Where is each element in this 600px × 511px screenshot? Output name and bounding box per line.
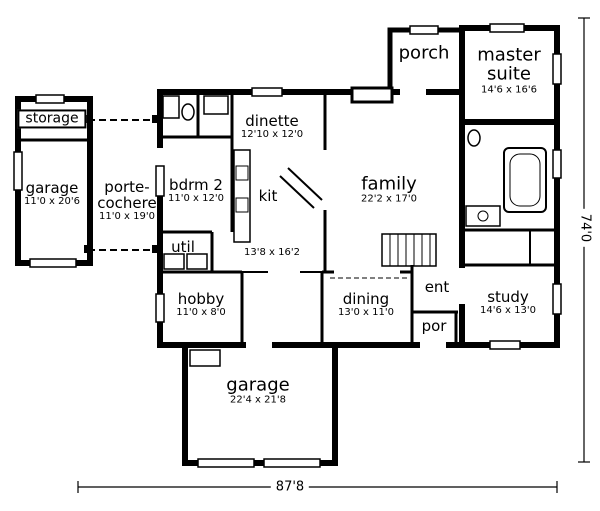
room-label-garage-main: garage 22'4 x 21'8 <box>226 375 289 406</box>
room-name: suite <box>487 64 531 86</box>
room-label-porte-cochere: porte- cochere 11'0 x 19'0 <box>97 179 156 223</box>
room-label-garage-left: garage 11'0 x 20'6 <box>24 180 80 208</box>
room-label-study: study 14'6 x 13'0 <box>480 289 536 317</box>
room-label-kitchen: kit <box>259 188 278 204</box>
room-label-hobby: hobby 11'0 x 8'0 <box>176 291 226 319</box>
overall-width-dimension: 87'8 <box>270 479 310 495</box>
room-dims: 22'2 x 17'0 <box>361 193 417 205</box>
room-name: dinette <box>245 112 299 131</box>
overall-height-dimension: 74'0 <box>577 208 593 248</box>
room-name: kit <box>258 186 278 205</box>
room-name: storage <box>17 109 87 129</box>
room-dims: 14'6 x 16'6 <box>481 84 537 96</box>
room-name: porte- <box>104 177 150 196</box>
room-name: ent <box>424 277 450 296</box>
room-dims: 13'0 x 11'0 <box>338 307 394 319</box>
room-dims: 22'4 x 21'8 <box>230 394 286 406</box>
room-dims: 11'0 x 19'0 <box>99 211 155 223</box>
room-label-bdrm2: bdrm 2 11'0 x 12'0 <box>168 177 224 205</box>
room-dims: 11'0 x 8'0 <box>176 307 226 319</box>
room-name: cochere <box>97 194 157 213</box>
room-name: master <box>477 44 541 66</box>
room-name: hobby <box>177 290 225 309</box>
room-label-family: family 22'2 x 17'0 <box>361 174 417 205</box>
room-name: porch <box>398 42 450 64</box>
room-label-dinette: dinette 12'10 x 12'0 <box>241 113 303 141</box>
room-label-dining: dining 13'0 x 11'0 <box>338 291 394 319</box>
room-name: family <box>361 173 417 195</box>
room-name: garage <box>25 179 79 198</box>
room-name: garage <box>226 374 290 396</box>
room-name: por <box>421 316 447 335</box>
room-dims: 13'8 x 16'2 <box>244 247 300 259</box>
room-label-porch: porch <box>398 42 450 64</box>
room-label-entry: ent <box>425 279 450 295</box>
room-dims-kitchen: 13'8 x 16'2 <box>244 247 300 259</box>
room-dims: 12'10 x 12'0 <box>240 129 304 141</box>
room-label-master-suite: master suite 14'6 x 16'6 <box>477 44 541 97</box>
room-name: bdrm 2 <box>169 176 223 195</box>
room-dims: 11'0 x 20'6 <box>24 196 80 208</box>
room-dims: 14'6 x 13'0 <box>480 305 536 317</box>
room-label-util: util <box>171 239 195 255</box>
room-dims: 11'0 x 12'0 <box>168 193 224 205</box>
room-name: study <box>487 288 529 307</box>
room-label-storage: storage <box>17 109 87 129</box>
room-name: dining <box>342 290 390 309</box>
room-name: util <box>171 237 195 256</box>
room-label-front-porch: por <box>422 318 447 334</box>
